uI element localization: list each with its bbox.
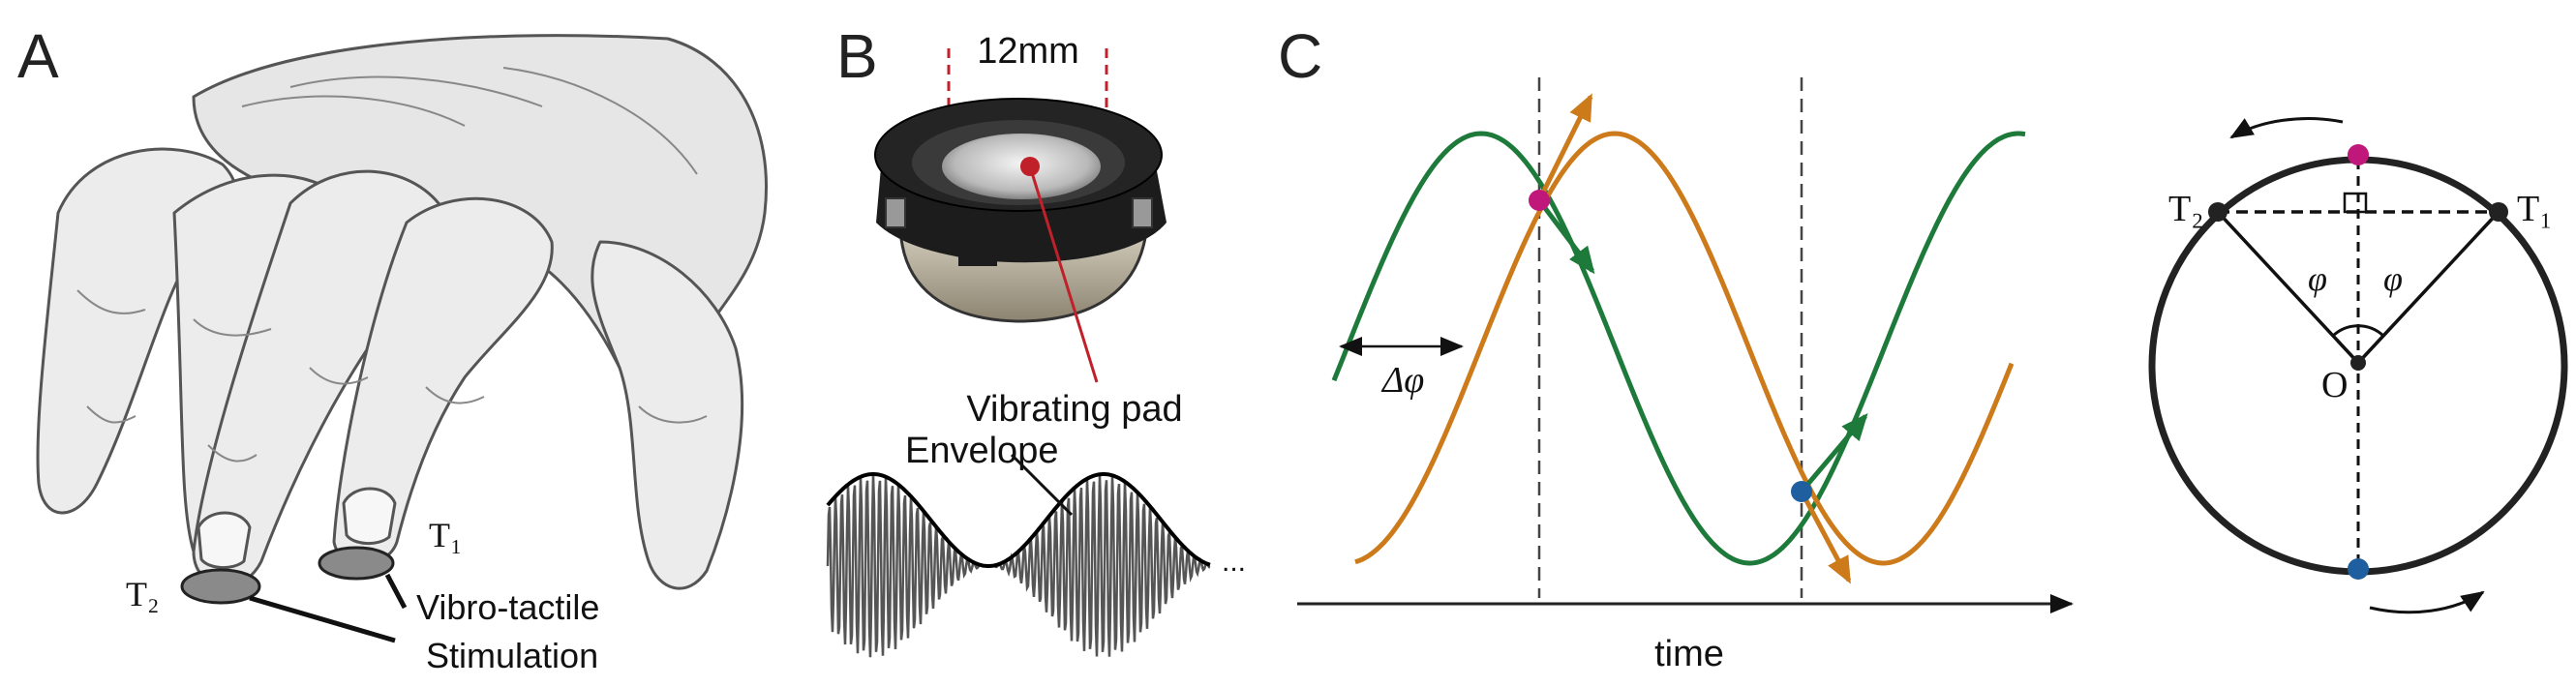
time-axis-label: time	[1654, 634, 1724, 674]
stimulation-label-line1: Vibro-tactile	[416, 587, 599, 627]
bottom-phase-point	[2348, 558, 2369, 580]
t2-phase-wave	[1331, 131, 2026, 566]
t1-pointer-line	[384, 573, 408, 610]
continuation-ellipsis: ...	[1222, 546, 1246, 578]
lower-crossing-green-arrow	[1800, 412, 1868, 493]
stimulation-label-line2: Stimulation	[426, 636, 598, 675]
t1-point	[2489, 202, 2508, 222]
t1-label-a: T₁	[429, 516, 463, 554]
upper-crossing-point	[1529, 190, 1550, 211]
panel-c: C time Δφ	[1278, 21, 2074, 674]
radius-to-t1	[2356, 210, 2500, 365]
t1-label-c: T₁	[2517, 189, 2552, 229]
t1-stimulator-pad	[318, 546, 395, 581]
size-label: 12mm	[977, 31, 1079, 72]
panel-b: B 12mm Vibrating pad Envelope ...	[826, 21, 1246, 658]
panel-a-letter: A	[17, 21, 59, 91]
phase-difference-label: Δφ	[1380, 360, 1424, 401]
rotation-arrow-bottom	[2369, 590, 2485, 614]
origin-label: O	[2321, 365, 2348, 405]
angle-label-left: φ	[2308, 259, 2327, 298]
pad-pointer-line	[1028, 165, 1099, 383]
envelope-label: Envelope	[905, 431, 1058, 471]
top-phase-point	[2348, 144, 2369, 165]
right-angle-marker	[2343, 192, 2368, 214]
upper-crossing-green-arrow	[1537, 198, 1595, 275]
t2-stimulator-pad	[180, 568, 261, 605]
speaker-drawing	[874, 98, 1167, 323]
vibration-waveform	[826, 472, 1211, 658]
t2-label-a: T₂	[126, 575, 160, 613]
vibrating-pad-label: Vibrating pad	[966, 389, 1182, 430]
panel-a: A	[17, 21, 768, 675]
t2-label-c: T₂	[2168, 189, 2203, 229]
upper-crossing-orange-arrow	[1536, 93, 1593, 202]
t2-point	[2208, 202, 2227, 222]
angle-arc	[2331, 324, 2385, 338]
lower-crossing-point	[1791, 481, 1812, 502]
panel-c-letter: C	[1278, 21, 1322, 91]
envelope-pointer-line	[1010, 453, 1074, 517]
t2-pointer-line	[249, 595, 396, 643]
phase-circle-diagram: T₂ T₁ O φ φ	[2148, 117, 2568, 614]
origin-point	[2350, 355, 2366, 371]
panel-b-letter: B	[836, 21, 878, 91]
hand-drawing	[36, 34, 768, 590]
radius-to-t2	[2216, 210, 2360, 365]
angle-label-right: φ	[2383, 259, 2403, 298]
rotation-arrow-top	[2229, 117, 2344, 139]
t1-phase-wave	[1354, 131, 2015, 566]
lower-crossing-orange-arrow	[1799, 490, 1852, 584]
